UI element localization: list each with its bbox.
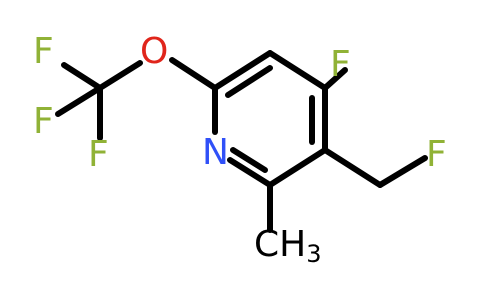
bond-c4-f: [322, 67, 348, 91]
bond-c2-n-double: [230, 147, 268, 173]
bond-cf3-o: [97, 60, 143, 91]
methyl-carbon: C: [254, 224, 279, 265]
bond-c3-ch2: [322, 147, 383, 188]
methyl-subscript: 3: [306, 240, 321, 268]
bond-c2-n: [227, 157, 273, 188]
methyl-group-label: CH3: [254, 224, 322, 268]
atom-f-top-left: F: [33, 31, 54, 72]
bond-cf3-f-left: [55, 85, 103, 117]
bond-c6-c5: [212, 50, 273, 91]
methyl-hydrogen: H: [279, 224, 306, 265]
atom-f-ring: F: [330, 44, 351, 85]
bond-c5-c4: [267, 50, 328, 91]
bond-cf3-f-top: [61, 62, 103, 91]
bond-c3-c2: [267, 147, 328, 188]
atom-f-side: F: [426, 134, 447, 175]
atom-oxygen: O: [140, 31, 168, 72]
atom-f-bottom-left: F: [88, 134, 109, 175]
bond-o-c6: [169, 57, 218, 91]
atom-f-left: F: [33, 101, 54, 142]
atom-nitrogen: N: [202, 132, 229, 173]
bond-c6-c5-double: [225, 65, 273, 98]
bond-ch2-f: [377, 155, 428, 188]
